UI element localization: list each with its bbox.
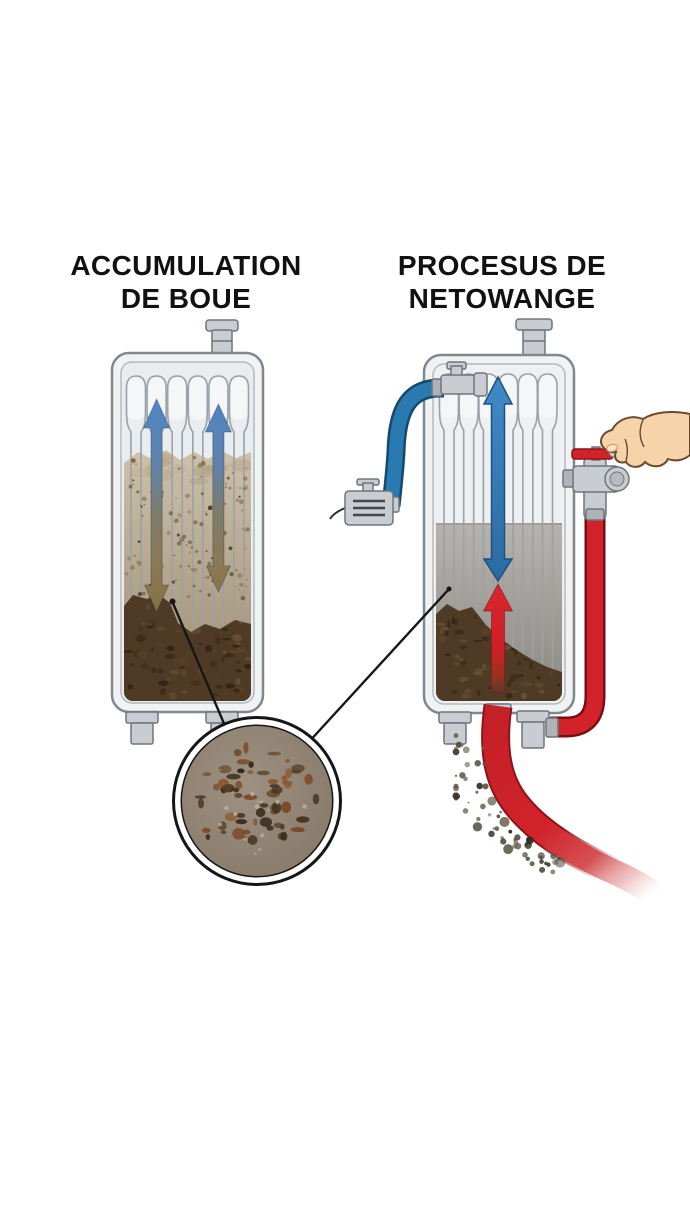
magnified-sludge-particles	[194, 741, 320, 855]
flow-arrow-updown-left-2	[204, 402, 233, 594]
left-radiator-interior	[124, 375, 251, 701]
hand-turning-valve	[600, 410, 690, 468]
drain-valve[interactable]	[562, 446, 630, 521]
right-title-line2: NETOWANGE	[408, 283, 596, 314]
expelled-sludge-spray	[452, 733, 566, 875]
flow-arrow-updown-left-1	[142, 397, 171, 614]
bleed-valve[interactable]	[431, 361, 488, 397]
pump-cable	[329, 507, 346, 520]
flush-pump	[329, 478, 400, 526]
left-title-line1: ACCUMULATION	[70, 250, 302, 281]
right-sludge-texture	[436, 613, 561, 700]
red-pipe	[550, 514, 603, 735]
blue-hose	[384, 381, 444, 507]
drain-hose	[483, 704, 662, 905]
right-diagram-title: PROCESUS DE NETOWANGE	[372, 249, 632, 315]
left-title-line2: DE BOUE	[120, 283, 252, 314]
right-radiator-bottom-fitting-right	[516, 710, 559, 749]
flow-arrow-red-up	[482, 582, 514, 693]
sludge-magnifier	[172, 716, 342, 886]
left-radiator	[110, 319, 265, 745]
magnifier-callouts	[169, 586, 452, 745]
left-radiator-air-vent	[205, 319, 239, 354]
left-radiator-tubes	[125, 375, 250, 700]
red-drain-circuit	[452, 446, 663, 906]
right-radiator-air-vent	[515, 318, 553, 356]
blue-flush-circuit	[329, 361, 488, 526]
flow-arrow-blue-updown	[482, 375, 514, 583]
right-radiator-bottom-fitting-left	[438, 711, 472, 745]
right-title-line1: PROCESUS DE	[397, 250, 607, 281]
fingernail	[606, 443, 618, 453]
left-sludge-mound	[124, 594, 251, 701]
left-diagram-title: ACCUMULATION DE BOUE	[40, 249, 332, 315]
